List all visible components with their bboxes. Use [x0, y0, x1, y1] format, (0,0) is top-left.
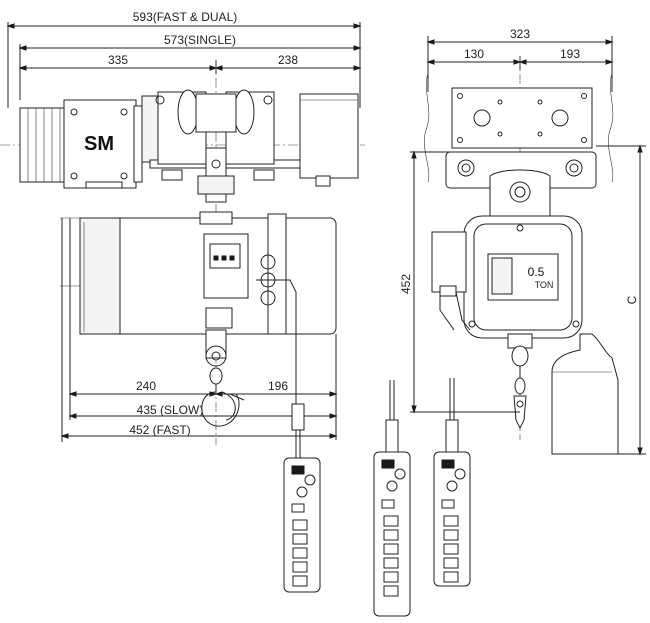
dim-593-label: 593(FAST & DUAL)	[133, 10, 237, 24]
dimension-335-238: 335 238	[18, 53, 362, 74]
pendant-cable-2	[385, 380, 399, 453]
chain-bag	[551, 333, 619, 455]
dim-130-label: 130	[464, 47, 484, 61]
dimension-452-fast: 452 (FAST)	[60, 218, 338, 442]
trolley-frame	[149, 89, 301, 203]
hoist-body-side: 0.5 TON	[431, 215, 583, 349]
dim-573-label: 573(SINGLE)	[164, 33, 236, 47]
dimension-573: 573(SINGLE)	[18, 33, 362, 100]
dimension-593: 593(FAST & DUAL)	[6, 10, 362, 108]
dim-435-label: 435 (SLOW)	[137, 403, 204, 417]
dimension-323: 323	[426, 27, 614, 92]
dim-c-label: C	[625, 295, 639, 304]
pendant-switch-3	[433, 451, 471, 587]
trolley-control-box	[299, 93, 359, 187]
unit-label: TON	[535, 280, 554, 290]
dimension-240-196: 240 196	[68, 379, 338, 397]
pendant-cable-3	[445, 378, 459, 453]
dimension-452-vertical: 452	[399, 150, 520, 414]
pendant-switch-1	[283, 457, 321, 593]
trolley-plate	[445, 87, 597, 217]
trolley-motor: SM	[19, 95, 159, 189]
dim-240-label: 240	[136, 379, 156, 393]
dim-452-fast-label: 452 (FAST)	[129, 423, 190, 437]
dim-193-label: 193	[560, 47, 580, 61]
dim-238-label: 238	[278, 53, 298, 67]
pendant-button-icon	[292, 519, 308, 531]
pendant-cable-1	[291, 403, 305, 458]
pendant-switch-2	[373, 451, 411, 617]
dim-323-label: 323	[510, 27, 530, 41]
side-hook	[511, 345, 529, 430]
capacity-label: 0.5	[528, 265, 545, 279]
logo-text: SM	[84, 133, 114, 155]
beam-break-right	[608, 73, 614, 183]
dimension-c: C	[596, 144, 646, 456]
hoist-body	[60, 211, 337, 430]
hook-icon	[201, 329, 245, 427]
beam-break-left	[424, 73, 430, 183]
dim-452-vertical-label: 452	[399, 274, 413, 294]
dim-196-label: 196	[268, 379, 288, 393]
dim-335-label: 335	[108, 53, 128, 67]
